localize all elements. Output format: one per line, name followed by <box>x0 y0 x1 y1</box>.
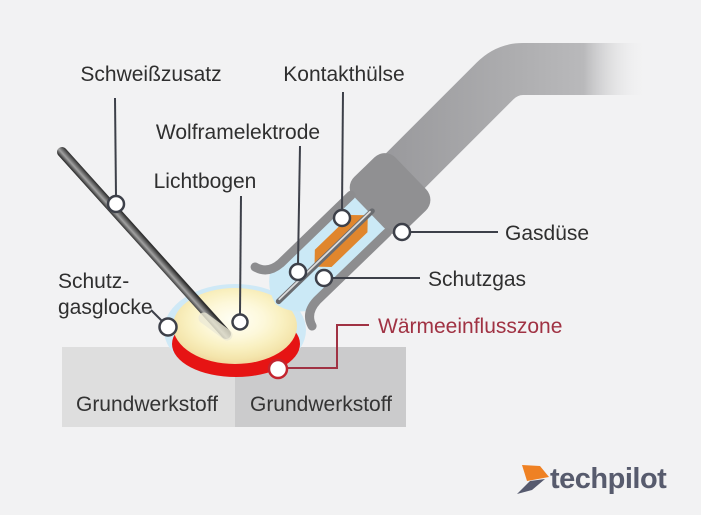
label-grundwerkstoff-right: Grundwerkstoff <box>250 393 392 416</box>
marker-gasduese <box>392 222 412 242</box>
label-schutzgasglocke-line1: Schutz- <box>58 270 129 293</box>
connector-line-kontakthuelse <box>341 91 344 211</box>
label-schweisszusatz: Schweißzusatz <box>80 63 221 86</box>
welding-torch <box>250 43 648 331</box>
label-gasduese: Gasdüse <box>505 222 589 245</box>
marker-schutzgas <box>314 268 334 288</box>
connector-line-lichtbogen <box>239 195 242 315</box>
logo-arrow-bottom-icon <box>517 479 545 494</box>
marker-lichtbogen <box>231 313 249 331</box>
label-waermeeinflusszone: Wärmeeinflusszone <box>378 315 562 338</box>
label-schutzgasglocke-line2: gasglocke <box>58 296 153 319</box>
label-grundwerkstoff-left: Grundwerkstoff <box>76 393 218 416</box>
logo-arrow-top-icon <box>522 465 549 481</box>
gas-nozzle-wall-left <box>250 190 356 275</box>
marker-kontakthuelse <box>332 208 352 228</box>
gas-nozzle-wall-right <box>305 228 392 331</box>
tungsten-electrode <box>275 208 375 305</box>
heat-zone-marker <box>267 358 289 380</box>
connector-line-schweisszusatz <box>114 97 117 197</box>
filler-rod-melted-tip <box>198 312 233 341</box>
marker-schutzgasglocke <box>158 317 178 337</box>
label-lichtbogen: Lichtbogen <box>154 170 257 193</box>
filler-rod <box>57 147 231 339</box>
techpilot-logo: techpilot <box>517 463 668 495</box>
torch-head <box>250 153 431 331</box>
connector-line-wolframelektrode <box>297 145 301 265</box>
label-kontakthuelse: Kontakthülse <box>283 63 404 86</box>
markers <box>106 194 412 337</box>
label-wolframelektrode: Wolframelektrode <box>156 121 320 144</box>
torch-handle <box>359 43 648 217</box>
heat-zone-connector-line <box>287 324 369 369</box>
tungsten-electrode-highlight <box>278 210 371 301</box>
label-schutzgas: Schutzgas <box>428 268 526 291</box>
connector-line-schutzgasglocke <box>150 309 163 322</box>
marker-schweisszusatz <box>106 194 126 214</box>
marker-wolframelektrode <box>288 262 308 282</box>
connector-lines <box>114 91 498 322</box>
logo-text: techpilot <box>550 463 667 495</box>
